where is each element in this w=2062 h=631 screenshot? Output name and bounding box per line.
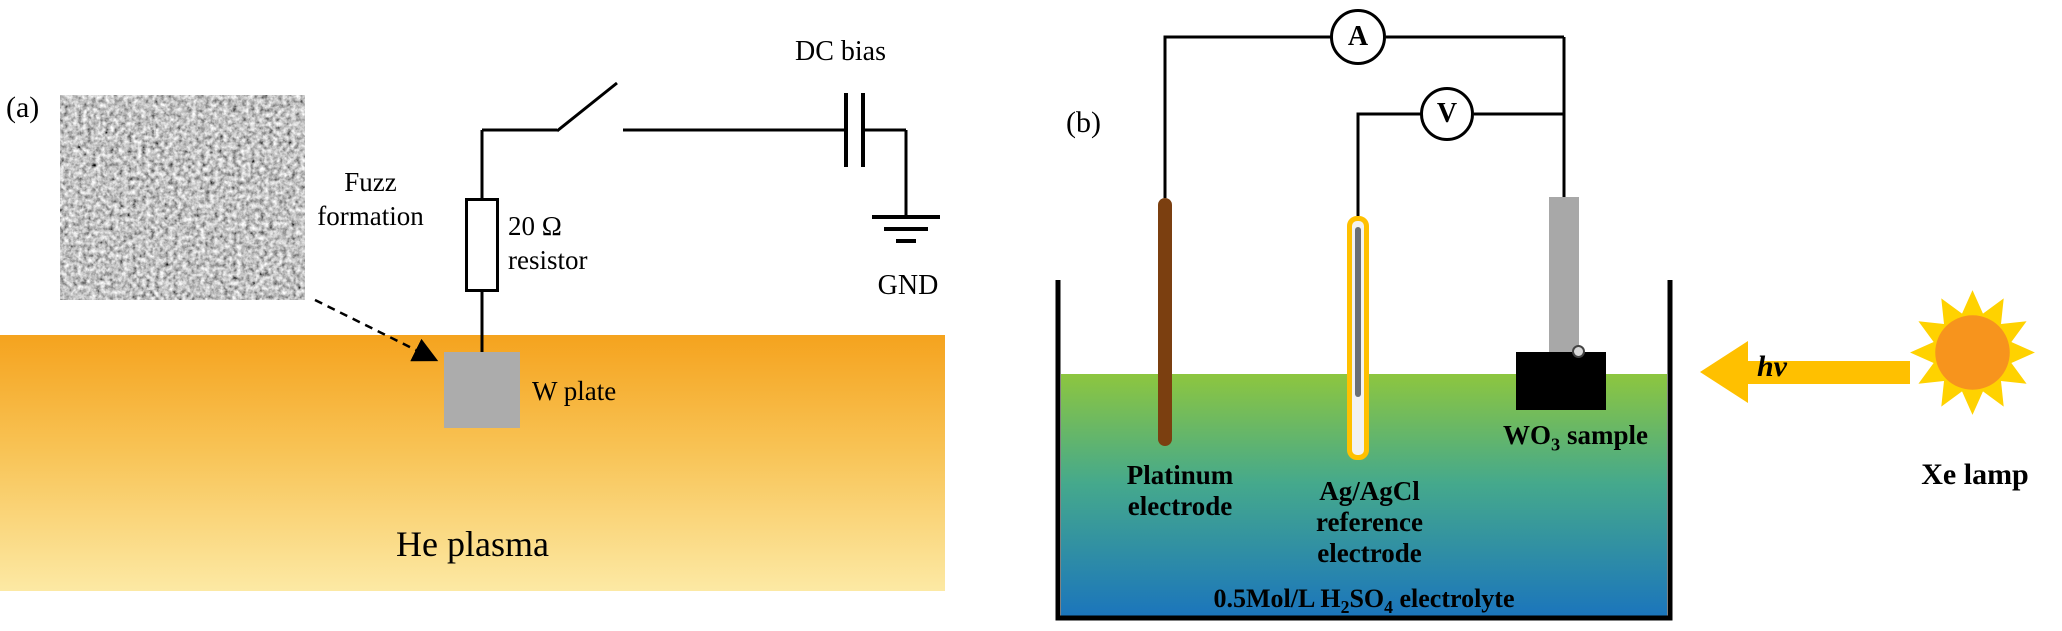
wire-reference-to-voltmeter bbox=[1356, 112, 1421, 216]
panel-a-label: (a) bbox=[6, 91, 40, 124]
sample-holder-rod bbox=[1549, 197, 1579, 365]
reference-label-line1: Ag/AgCl bbox=[1319, 476, 1420, 506]
photon-arrow-shape bbox=[1700, 341, 1910, 403]
wo3-sample-block bbox=[1516, 352, 1606, 410]
photon-arrow bbox=[1700, 341, 1910, 403]
electrolyte-label: 0.5Mol/L H2SO4 electrolyte bbox=[1213, 584, 1515, 618]
fuzz-formation-line1: Fuzz bbox=[344, 167, 397, 197]
sun-icon bbox=[1910, 290, 2035, 415]
sem-fuzz-texture bbox=[60, 95, 305, 300]
he-plasma-label: He plasma bbox=[396, 524, 549, 564]
ammeter-letter: A bbox=[1347, 21, 1369, 52]
gnd-label: GND bbox=[877, 270, 939, 301]
wo3-sample-label: WO3 sample bbox=[1503, 420, 1648, 455]
platinum-label-line1: Platinum bbox=[1126, 460, 1234, 490]
reference-electrode-label: Ag/AgCl reference electrode bbox=[1287, 476, 1452, 569]
reference-electrode-core bbox=[1355, 227, 1361, 397]
w-plate bbox=[444, 352, 520, 428]
resistor-body bbox=[465, 198, 499, 292]
resistor-label-line2: resistor bbox=[508, 244, 588, 275]
platinum-label-line2: electrode bbox=[1127, 491, 1233, 522]
resistor-label: 20 Ω resistor bbox=[508, 210, 587, 278]
resistor-label-line1: 20 Ω bbox=[508, 211, 562, 241]
switch-lever bbox=[556, 81, 618, 133]
platinum-electrode bbox=[1158, 198, 1172, 446]
reference-label-line3: electrode bbox=[1317, 538, 1422, 569]
fuzz-formation-label: Fuzz formation bbox=[298, 166, 443, 234]
sem-fuzz-image bbox=[60, 95, 305, 300]
reference-label-line2: reference bbox=[1316, 507, 1423, 538]
sun-core bbox=[1935, 315, 2010, 390]
sample-clip bbox=[1572, 345, 1585, 358]
ammeter: A bbox=[1330, 9, 1386, 65]
w-plate-label: W plate bbox=[532, 376, 617, 406]
panel-b-label: (b) bbox=[1066, 106, 1101, 139]
fuzz-formation-line2: formation bbox=[317, 200, 424, 231]
wire-platinum-to-ammeter bbox=[1163, 35, 1331, 198]
photon-hv-label: hv bbox=[1757, 350, 1787, 383]
dc-bias-label: DC bias bbox=[795, 36, 886, 67]
voltmeter-letter: V bbox=[1436, 98, 1458, 129]
xe-lamp-label: Xe lamp bbox=[1921, 458, 2029, 491]
platinum-electrode-label: Platinum electrode bbox=[1095, 460, 1265, 522]
reference-electrode bbox=[1347, 216, 1369, 460]
voltmeter: V bbox=[1420, 87, 1474, 141]
